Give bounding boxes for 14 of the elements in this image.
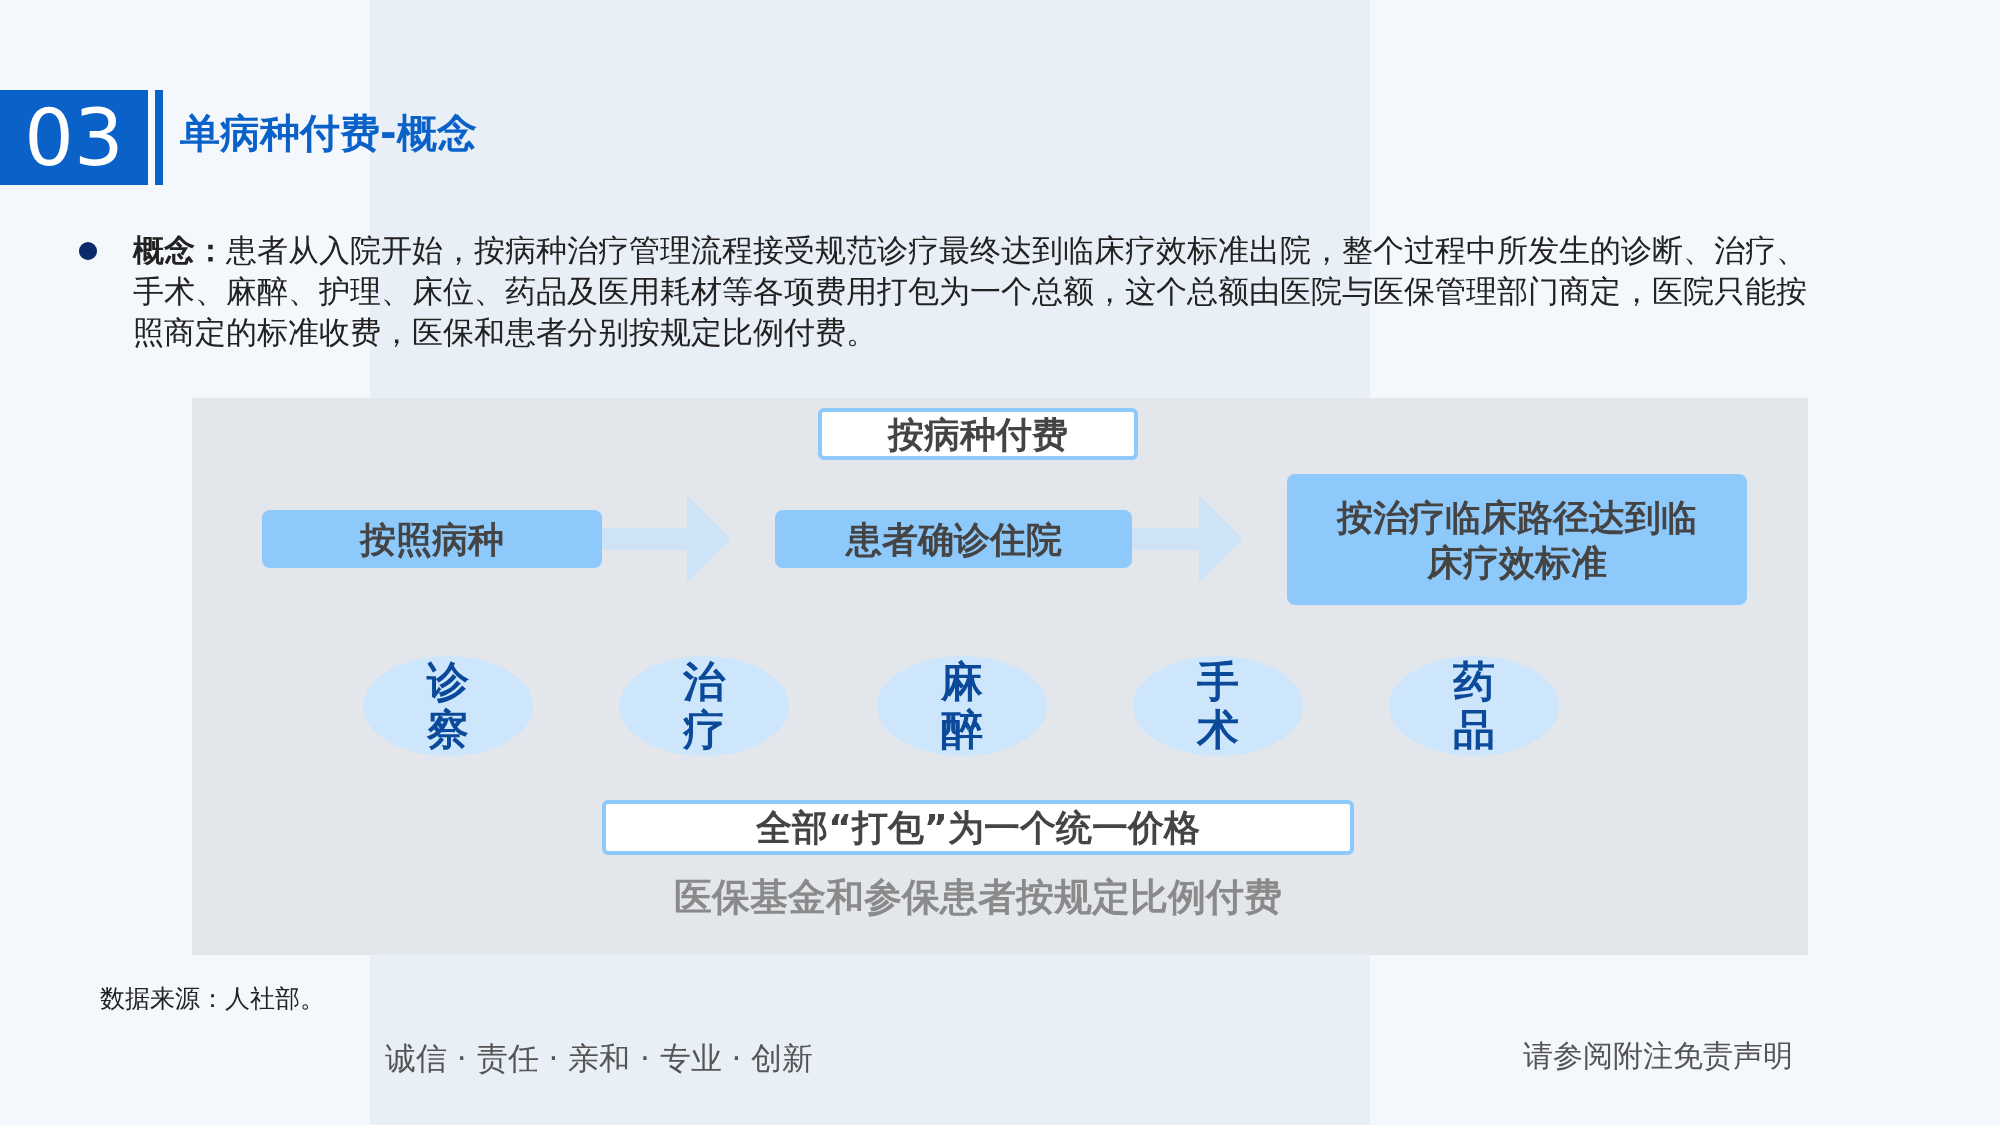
- payment-note: 医保基金和参保患者按规定比例付费: [672, 874, 1283, 921]
- source-note: 数据来源：人社部。: [100, 983, 325, 1015]
- section-number: 03: [0, 90, 148, 185]
- slogan-text: 诚信 · 责任 · 亲和 · 专业 · 创新: [385, 1039, 814, 1078]
- block-arrow: [602, 495, 731, 583]
- process-box: 按照病种: [262, 510, 602, 568]
- process-box: 患者确诊住院: [775, 510, 1132, 568]
- summary-box: 全部“打包”为一个统一价格: [602, 800, 1354, 855]
- block-arrow: [1132, 495, 1243, 583]
- concept-paragraph: 概念：患者从入院开始，按病种治疗管理流程接受规范诊疗最终达到临床疗效标准出院，整个过程中所发生的诊断、治疗、手术、麻醉、护理、床位、药品及医用耗材等各项费用打包为一个总额，这个总额由医院与医保管理部门商定，医院只能按照商定的标准收费，医保和患者分别按规定比例付费。: [133, 231, 1808, 352]
- process-box: 按治疗临床路径达到临床疗效标准: [1287, 474, 1747, 605]
- disclaimer-text: 请参阅附注免责声明: [1523, 1037, 1793, 1075]
- header-box: 按病种付费: [818, 408, 1138, 460]
- slide-title: 单病种付费-概念: [180, 109, 477, 158]
